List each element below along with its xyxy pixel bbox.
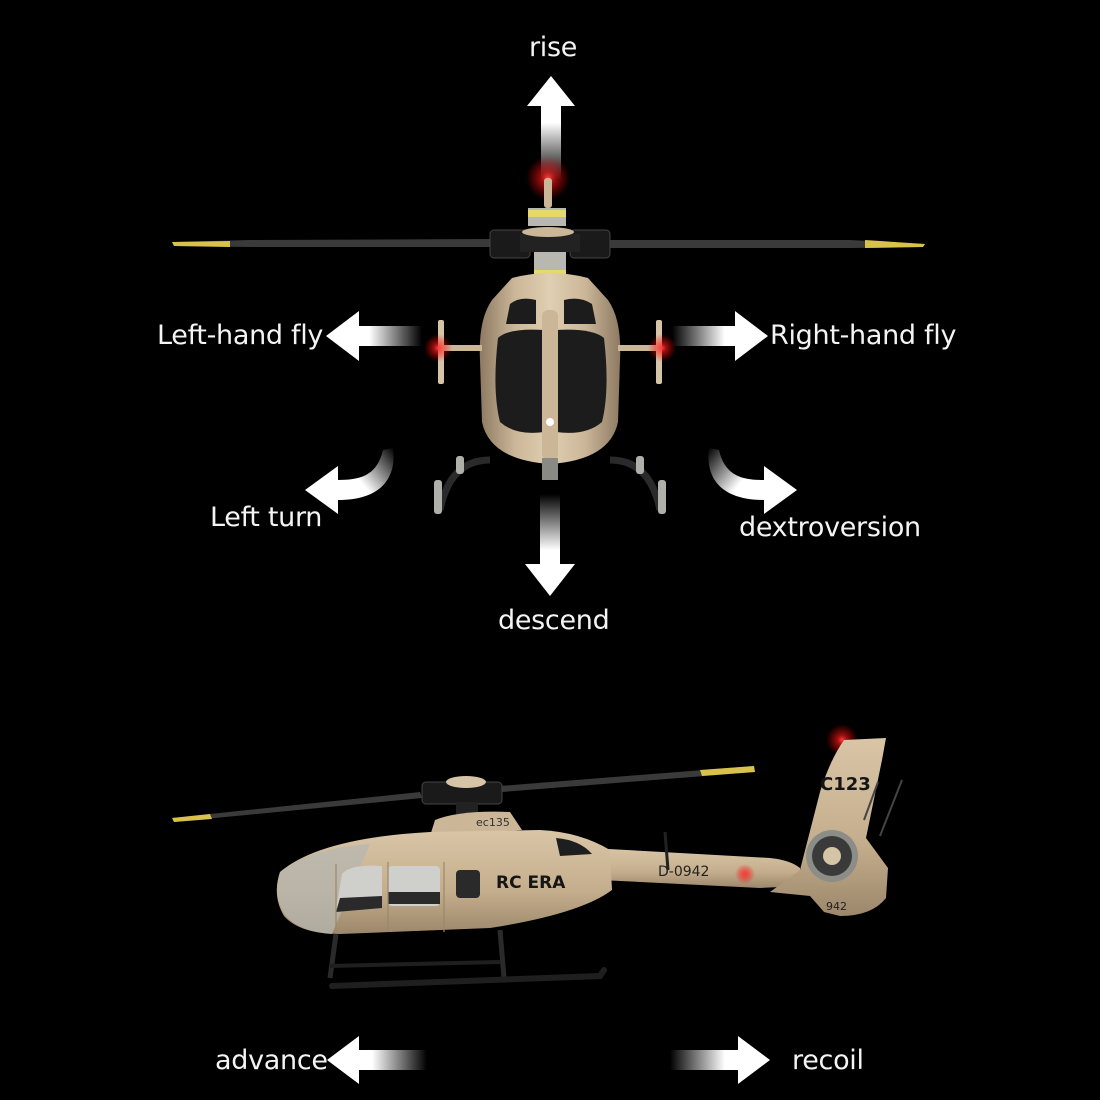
right-arrow-icon [672, 311, 768, 361]
marking-rc-era: RC ERA [496, 873, 566, 893]
label-left-turn: Left turn [210, 502, 323, 533]
label-recoil: recoil [792, 1045, 864, 1076]
label-right-hand-fly: Right-hand fly [770, 320, 957, 351]
curved-left-arrow-icon [305, 448, 400, 518]
helicopter-side-view-image: ec135 D-0942 RC ERA C123 [160, 720, 903, 1010]
marking-942: 942 [826, 900, 847, 913]
label-advance: advance [215, 1045, 328, 1076]
marking-tail-boom: D-0942 [658, 864, 709, 880]
label-rise: rise [529, 32, 578, 63]
right-arrow-icon [670, 1036, 770, 1084]
helicopter-front-view-image [160, 156, 940, 520]
marking-ec135: ec135 [476, 816, 510, 829]
marking-c123: C123 [820, 774, 871, 795]
label-descend: descend [498, 605, 610, 636]
down-arrow-icon [525, 494, 575, 596]
curved-right-arrow-icon [705, 448, 800, 518]
label-dextroversion: dextroversion [739, 512, 921, 543]
label-left-hand-fly: Left-hand fly [157, 320, 324, 351]
left-arrow-icon [326, 311, 422, 361]
up-arrow-icon [527, 76, 575, 180]
left-arrow-icon [327, 1036, 427, 1084]
